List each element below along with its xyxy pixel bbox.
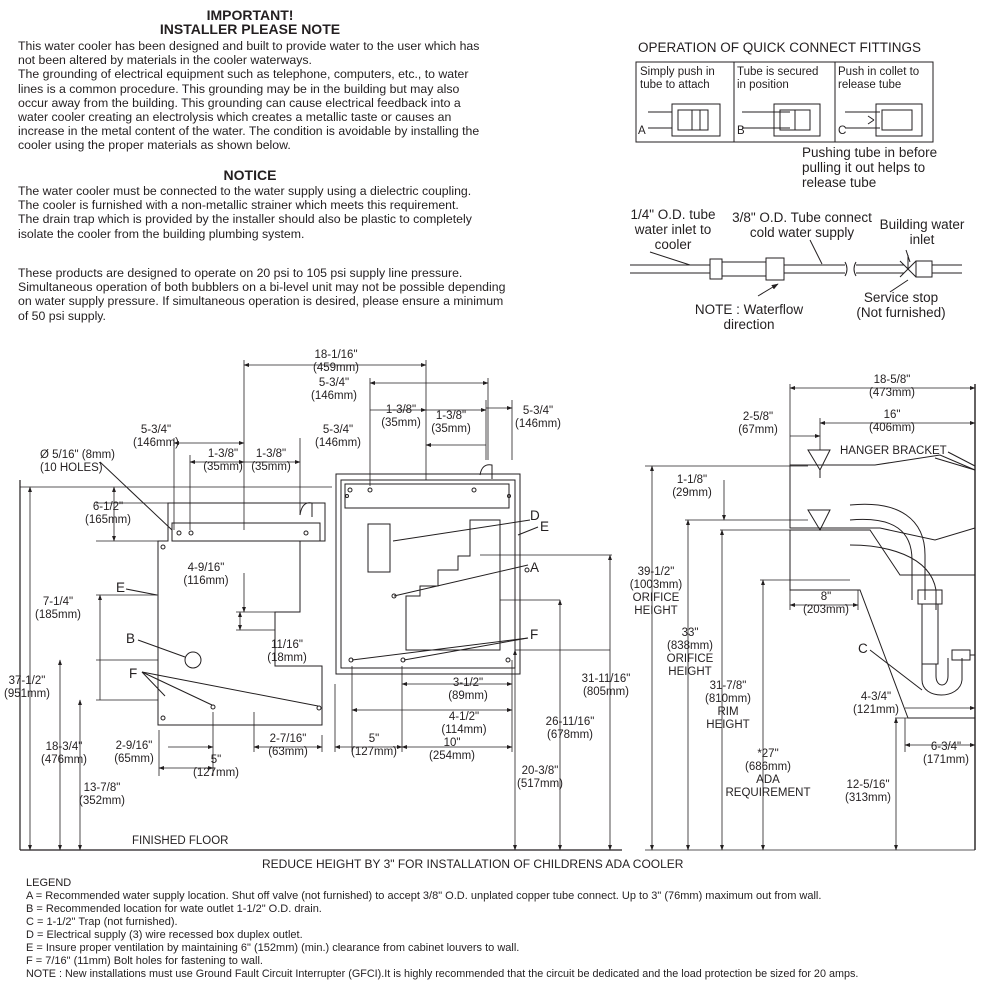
fitting-a-icon <box>648 103 721 137</box>
dim-12-5-16: 12-5/16" (313mm) <box>844 779 891 804</box>
quick-connect-title: OPERATION OF QUICK CONNECT FITTINGS <box>638 40 922 55</box>
dim-33: 33" (838mm) ORIFICE HEIGHT <box>666 627 714 678</box>
hanger-bracket-label: HANGER BRACKET <box>840 445 947 457</box>
supply-line-illustration <box>630 239 962 297</box>
dim-27-ada: *27" (686mm) ADA REQUIREMENT <box>725 748 811 799</box>
cabinet-outline <box>335 464 530 675</box>
dim-13-7-8: 13-7/8" (352mm) <box>78 782 125 807</box>
service-stop-label: Service stop (Not furnished) <box>856 290 946 320</box>
dim-5-front-left: 5" (127mm) <box>192 754 239 779</box>
reduce-height-note: REDUCE HEIGHT BY 3" FOR INSTALLATION OF … <box>262 857 684 871</box>
dim-5-3-4-mid: 5-3/4" (146mm) <box>314 424 361 449</box>
legend-note-gfci: NOTE : New installations must use Ground… <box>26 968 859 980</box>
dim-3-1-2: 3-1/2" (89mm) <box>448 677 488 702</box>
dim-18-3-4: 18-3/4" (476mm) <box>40 741 87 766</box>
front-dimension-lines <box>28 363 612 851</box>
tube-38-label: 3/8" O.D. Tube connect cold water supply <box>732 210 872 240</box>
legend-item-c: C = 1-1/2" Trap (not furnished). <box>26 916 178 928</box>
dim-2-7-16: 2-7/16" (63mm) <box>268 733 308 758</box>
panel-a-text: Simply push in tube to attach <box>640 66 715 91</box>
dim-37-1-2: 37-1/2" (951mm) <box>3 675 50 700</box>
intro-paragraph-1: This water cooler has been designed and … <box>18 39 480 153</box>
front-leaders <box>99 461 539 707</box>
legend-item-a: A = Recommended water supply location. S… <box>26 890 822 902</box>
dim-5-3-4-right: 5-3/4" (146mm) <box>514 405 561 430</box>
dim-6-1-2: 6-1/2" (165mm) <box>84 501 131 526</box>
dim-26-11-16: 26-11/16" (678mm) <box>545 716 595 741</box>
dim-20-3-8: 20-3/8" (517mm) <box>516 765 563 790</box>
dim-1-3-8-b: 1-3/8" (35mm) <box>431 410 471 435</box>
dim-1-3-8-d: 1-3/8" (35mm) <box>251 448 291 473</box>
dim-8: 8" (203mm) <box>802 591 849 616</box>
dim-2-5-8: 2-5/8" (67mm) <box>738 411 778 436</box>
dim-31-7-8: 31-7/8" (810mm) RIM HEIGHT <box>704 680 751 731</box>
legend-item-b: B = Recommended location for wate outlet… <box>26 903 322 915</box>
important-title: IMPORTANT! <box>206 7 294 23</box>
side-leaders <box>869 451 976 691</box>
dim-31-11-16: 31-11/16" (805mm) <box>581 673 631 698</box>
panel-b-text: Tube is secured in position <box>737 66 819 91</box>
waterflow-note: NOTE : Waterflow direction <box>694 302 804 332</box>
intro-paragraph-2: The water cooler must be connected to th… <box>18 184 472 241</box>
tube-14-label: 1/4" O.D. tube water inlet to cooler <box>630 207 716 252</box>
dim-7-1-4: 7-1/4" (185mm) <box>34 596 81 621</box>
dim-4-1-2: 4-1/2" (114mm) <box>441 711 487 736</box>
dim-39-1-2: 39-1/2" (1003mm) ORIFICE HEIGHT <box>629 566 683 617</box>
panel-b-letter: B <box>737 125 745 137</box>
label-b: B <box>126 631 136 646</box>
intro-paragraph-3: These products are designed to operate o… <box>18 266 506 323</box>
legend-item-e: E = Insure proper ventilation by maintai… <box>26 942 520 954</box>
dim-5-3-4-top: 5-3/4" (146mm) <box>310 377 357 402</box>
label-c: C <box>858 641 868 656</box>
installer-note-title: INSTALLER PLEASE NOTE <box>159 21 341 37</box>
pushing-note: Pushing tube in before pulling it out he… <box>802 145 938 190</box>
dim-10: 10" (254mm) <box>428 737 475 762</box>
legend-title: LEGEND <box>26 877 72 889</box>
label-a: A <box>530 560 540 575</box>
hole-callout: Ø 5/16" (8mm) (10 HOLES) <box>40 449 116 474</box>
dim-1-3-8-c: 1-3/8" (35mm) <box>203 448 243 473</box>
dim-16: 16" (406mm) <box>868 409 915 434</box>
label-d: D <box>530 508 540 523</box>
dim-11-16: 11/16" (18mm) <box>267 639 307 664</box>
label-e-right: E <box>540 519 550 534</box>
dim-5-front-right: 5" (127mm) <box>350 733 397 758</box>
dim-4-3-4: 4-3/4" (121mm) <box>852 691 899 716</box>
panel-c-letter: C <box>838 125 847 137</box>
dim-18-1-16: 18-1/16" (459mm) <box>312 349 359 374</box>
legend-item-d: D = Electrical supply (3) wire recessed … <box>26 929 303 941</box>
dim-4-9-16: 4-9/16" (116mm) <box>183 562 229 587</box>
fitting-c-icon <box>845 103 923 137</box>
label-e-left: E <box>116 580 126 595</box>
dim-2-9-16: 2-9/16" (65mm) <box>114 740 154 765</box>
dim-1-1-8: 1-1/8" (29mm) <box>672 474 712 499</box>
dim-1-3-8-a: 1-3/8" (35mm) <box>381 404 421 429</box>
notice-title: NOTICE <box>223 167 277 183</box>
building-inlet-label: Building water inlet <box>879 217 965 247</box>
dim-18-5-8: 18-5/8" (473mm) <box>868 374 915 399</box>
panel-c-text: Push in collet to release tube <box>838 66 920 91</box>
fitting-b-icon <box>742 103 821 137</box>
finished-floor-label: FINISHED FLOOR <box>132 835 229 847</box>
dim-6-3-4: 6-3/4" (171mm) <box>922 741 969 766</box>
quick-connect-panels <box>635 61 934 143</box>
side-dimension-lines <box>650 386 976 851</box>
legend-item-f: F = 7/16" (11mm) Bolt holes for fastenin… <box>26 955 263 967</box>
label-f-right: F <box>530 627 539 642</box>
panel-a-letter: A <box>638 125 646 137</box>
label-f-left: F <box>129 666 138 681</box>
dim-5-3-4-left: 5-3/4" (146mm) <box>132 424 179 449</box>
